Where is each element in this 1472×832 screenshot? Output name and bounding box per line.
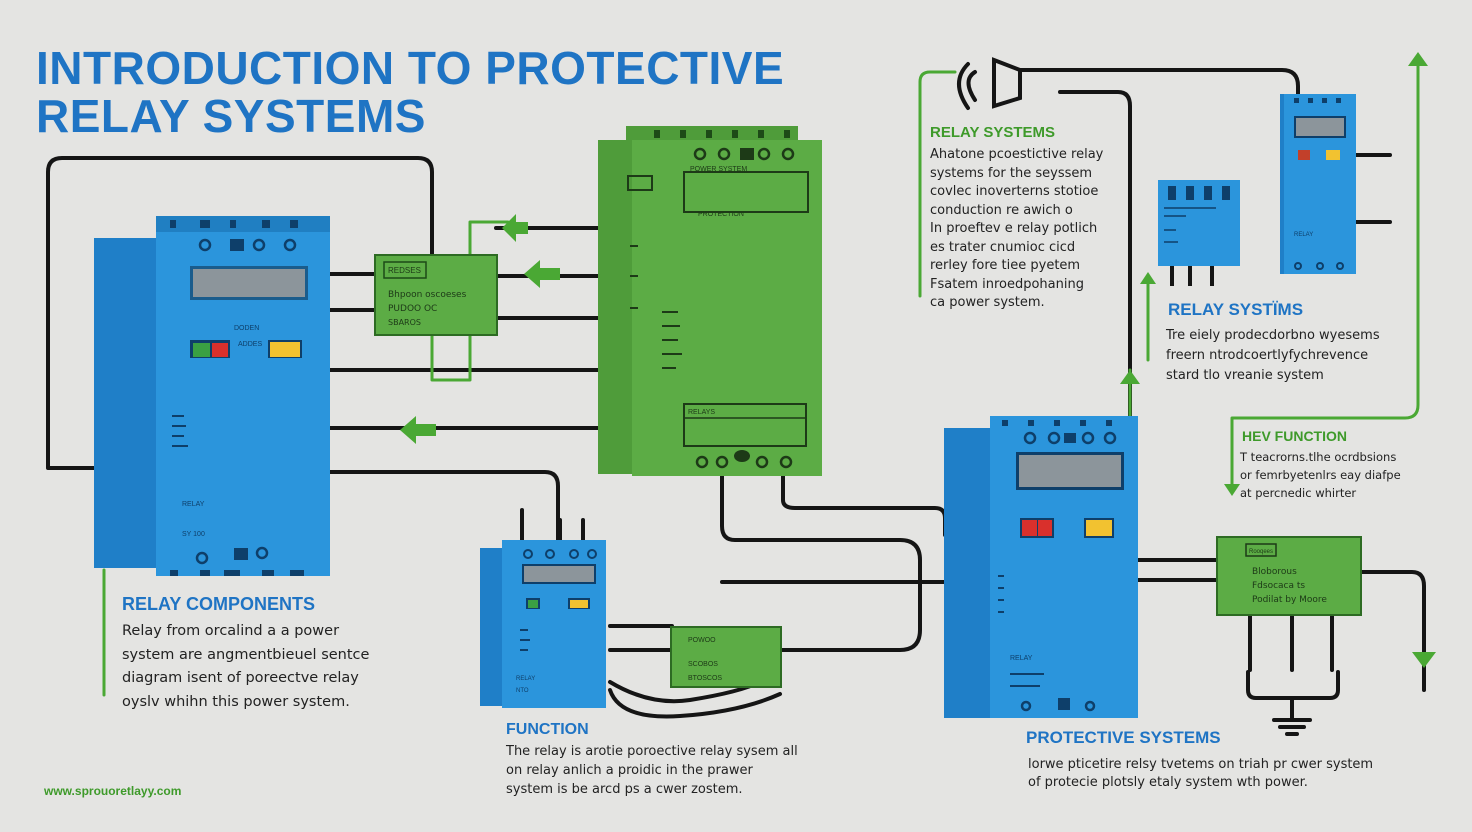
protective-systems-body: lorwe pticetire relsy tvetems on triah p… [1028,756,1373,792]
body-line: conduction re awich o [930,202,1073,218]
body-line: oyslv whihn this power system. [122,693,350,710]
wire-b4 [608,688,782,719]
module-bottom-label-3: BTOSCOS [688,675,722,682]
module-bottom-label-2: SCOBOS [688,661,718,668]
relay-bottom: RELAY NTO [480,540,606,708]
key-function-body: T teacrorns.tlhe ocrdbsions or femrbyete… [1240,448,1401,502]
body-line: system are angmentbieuel sentce [122,646,370,663]
wire-upper-right [1002,68,1300,102]
wire-center-right [781,474,947,537]
relay-left-label-1: DODEN [234,325,259,332]
arrow-left-1 [502,214,528,242]
green-wire-1 [430,220,510,382]
module-right-label-1: Rooqees [1249,549,1273,555]
module-right-label-2: Bloborous [1252,567,1297,577]
body-line: systems for the seyssem [930,165,1093,181]
relay-small-mid [1158,180,1240,286]
wire-rr3 [1358,570,1426,692]
panel-center-label-2: PROTECTION [698,211,744,218]
arrow-up-mid [1120,370,1140,384]
wire-loop-bottom [720,468,922,652]
arrow-down-key [1224,484,1240,496]
arrow-up-right [1408,52,1428,66]
green-wire-4 [1230,58,1420,494]
body-line: diagram isent of poreectve relay [122,670,359,686]
arrow-left-3 [400,416,436,444]
relay-components-heading: RELAY COMPONENTS [122,594,316,614]
relay-right-large-label-1: RELAY [1010,655,1033,662]
body-line: Fsatem inroedpohaning [930,276,1084,292]
relay-left-label-4: SY 100 [182,531,205,538]
relay-bottom-label-1: RELAY [516,676,535,682]
body-line: es trater cnumioc cicd [930,239,1076,255]
relay-systems-top-heading: RELAY SYSTEMS [930,124,1056,141]
key-function-heading: HEV FUNCTION [1242,428,1347,444]
arrow-up-mid2 [1140,272,1156,284]
module-small-left-label-2: Bhpoon oscoeses [388,290,467,300]
panel-center: POWER SYSTEM PROTECTION RELAYS [598,126,822,476]
relay-left-label-3: RELAY [182,501,205,508]
module-right-label-4: Podilat by Moore [1252,595,1327,605]
module-right-label-3: Fdsocaca ts [1252,581,1305,591]
page-title: INTRODUCTION TO PROTECTIVE RELAY SYSTEMS [36,44,784,140]
website-url[interactable]: www.sprouoretlayy.com [44,784,182,798]
body-line: lorwe pticetire relsy tvetems on triah p… [1028,757,1374,772]
module-small-left-label-3: PUDOO OC [388,304,437,314]
body-line: at percnedic whirter [1240,486,1357,500]
module-bottom-label-1: POWOO [688,637,716,644]
relay-left-label-2: ADDES [238,341,262,348]
relay-systems-mid-body: Tre eiely prodecdorbno wyesems freern nt… [1166,326,1380,386]
body-line: rerley fore tiee pyetem [930,258,1081,273]
module-small-left: REDSES Bhpoon oscoeses PUDOO OC SBAROS [374,254,498,336]
protective-systems-heading: PROTECTIVE SYSTEMS [1026,728,1221,747]
relay-systems-mid-heading: RELAY SYSTЇMS [1168,300,1304,319]
wire-down-right [1058,90,1132,422]
body-line: of protecie plotsly etaly system wth pow… [1028,775,1308,790]
title-line-2: RELAY SYSTEMS [36,90,426,142]
relay-left: DODEN ADDES RELAY SY 100 [94,216,330,576]
title-line-1: INTRODUCTION TO PROTECTIVE [36,42,785,94]
relay-right-large: RELAY [944,416,1138,718]
body-line: stard tlo vreanie system [1166,368,1324,383]
body-line: system is be arcd ps a cwer zostem. [506,782,743,797]
relay-top-right-label-1: RELAY [1294,232,1313,238]
body-line: covlec inoverterns stotioe [930,184,1099,199]
body-line: ca power system. [930,295,1045,310]
arrow-left-2 [524,260,560,288]
relay-systems-top-body: Ahatone pcoestictive relay systems for t… [930,146,1103,313]
wire-b3 [608,680,762,704]
function-heading: FUNCTION [506,721,589,738]
wire-left-loop [46,156,434,470]
relay-top-right: RELAY [1280,94,1356,274]
wire-ground [1246,610,1340,736]
body-line: on relay anlich a proidic in the prawer [506,763,753,778]
body-line: freern ntrodcoertlyfychrevence [1166,348,1369,363]
buzzer-icon [957,57,1022,110]
body-line: Ahatone pcoestictive relay [930,147,1104,162]
module-small-left-label-1: REDSES [388,266,421,275]
panel-center-label-3: RELAYS [688,409,715,416]
relay-components-body: Relay from orcalind a a power system are… [122,620,369,714]
body-line: or femrbyetenlrs eay diafpe [1240,468,1401,482]
body-line: In proeftev e relay potlich [930,221,1098,236]
module-small-left-label-4: SBAROS [388,318,421,327]
body-line: The relay is arotie poroective relay sys… [506,744,798,759]
panel-center-label-1: POWER SYSTEM [690,166,747,173]
arrow-down-right [1412,652,1436,668]
body-line: Relay from orcalind a a power [122,623,340,639]
body-line: Tre eiely prodecdorbno wyesems [1166,328,1380,343]
green-wire-3 [918,70,957,298]
wire-under-left [228,470,560,612]
module-right: Rooqees Bloborous Fdsocaca ts Podilat by… [1216,536,1362,616]
module-bottom: POWOO SCOBOS BTOSCOS [670,626,782,688]
body-line: T teacrorns.tlhe ocrdbsions [1240,450,1397,464]
function-body: The relay is arotie poroective relay sys… [506,742,798,799]
relay-bottom-label-2: NTO [516,688,529,694]
